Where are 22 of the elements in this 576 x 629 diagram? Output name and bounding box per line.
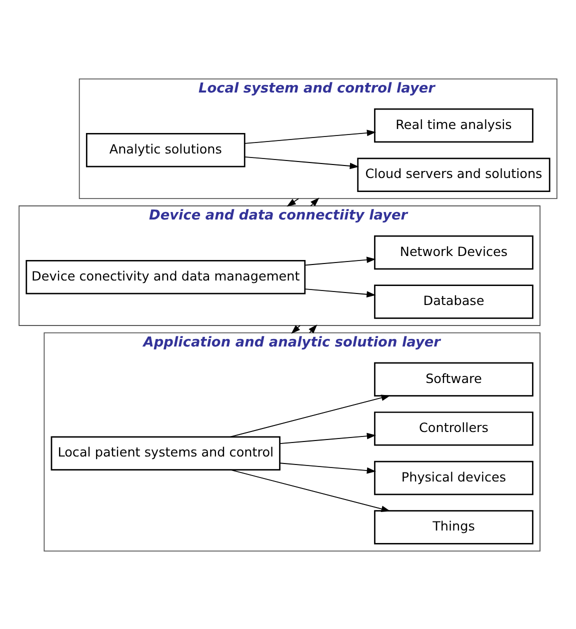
- node-box: Software: [374, 362, 534, 396]
- arrow: [304, 256, 376, 266]
- node-box: Controllers: [374, 411, 534, 446]
- node-box: Cloud servers and solutions: [357, 157, 550, 192]
- node-box: Analytic solutions: [86, 132, 246, 167]
- node-box: Local patient systems and control: [50, 436, 280, 470]
- arrow: [280, 462, 376, 474]
- arrow: [304, 288, 376, 298]
- arrow: [230, 394, 390, 437]
- arrow: [280, 432, 376, 444]
- node-box: Real time analysis: [374, 108, 534, 142]
- node-box: Database: [374, 284, 534, 318]
- node-box: Device conectivity and data management: [26, 259, 306, 294]
- arrow: [244, 156, 359, 169]
- arrow: [244, 129, 376, 144]
- node-box: Things: [374, 510, 534, 544]
- arrow: [230, 468, 390, 512]
- arrow: [310, 197, 320, 206]
- arrow: [291, 324, 300, 334]
- arrow: [286, 198, 300, 206]
- node-box: Physical devices: [374, 460, 534, 495]
- node-box: Network Devices: [374, 234, 534, 270]
